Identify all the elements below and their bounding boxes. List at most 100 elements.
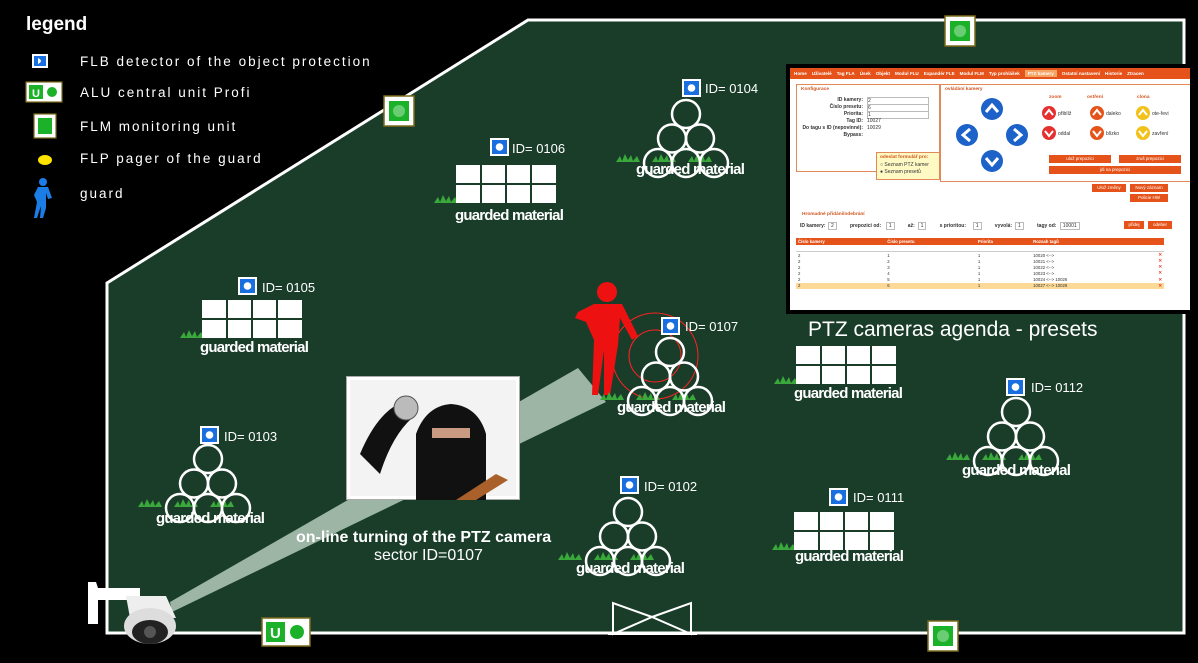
focus-near-button[interactable] [1090,126,1104,140]
menu-item[interactable]: Ostatní nastavení [1061,71,1101,76]
menu-item[interactable]: Expandér FLE [923,71,955,76]
filter-value[interactable]: 1 [885,222,895,230]
guarded-material-label: guarded material [455,207,564,224]
svg-text:U: U [270,625,281,642]
delete-icon[interactable]: ✕ [1158,264,1162,270]
filter-value[interactable]: 1 [972,222,982,230]
delete-icon[interactable]: ✕ [1158,276,1162,282]
menu-item[interactable]: Tag FLA [836,71,855,76]
table-header-cell[interactable]: Číslo kamery [796,238,886,245]
table-header-cell[interactable]: Priorita [975,238,1032,245]
camera-control-box: ovládání kamery zoom ostření clona přibl… [940,84,1190,182]
detector-id-label: ID= 0106 [512,141,565,156]
filter-value[interactable]: 1 [917,222,927,230]
table-header-cell[interactable]: Rozsah tagů [1031,238,1142,245]
delete-icon[interactable]: ✕ [1158,258,1162,264]
add-button[interactable]: přidej [1124,221,1144,229]
menu-item[interactable]: PTZ kamery [1024,70,1057,77]
pipe-icon [654,336,686,368]
menu-item[interactable]: Home [794,71,807,76]
radio-ptz-list[interactable]: ○ Seznam PTZ kamer [880,162,929,168]
table-cell: 2 [798,270,801,276]
intruder-icon [575,282,638,395]
filter-value[interactable]: 1 [1015,222,1024,230]
config-label: Do tagu s ID (nepovinné): [802,125,863,131]
menu-item[interactable]: Modul FLU [895,71,919,76]
zoom-out-button[interactable] [1042,126,1056,140]
menu-item[interactable]: Objekt [875,71,891,76]
flm-monitoring-unit-icon [383,95,415,127]
focus-far-button[interactable] [1090,106,1104,120]
pipe-icon [670,98,702,130]
policy-hw-button[interactable]: Policie HW [1130,194,1168,202]
save-preset-button[interactable]: ulož prepozici [1049,155,1111,163]
arrow-down-icon[interactable] [981,150,1003,172]
delete-icon[interactable]: ✕ [1141,282,1164,289]
form-target-title: odeslat formulář pro: [880,155,929,160]
table-cell: 4 [887,270,890,276]
legend-item-flb-label: FLB detector of the object protection [80,54,372,69]
table-cell: 1 [975,282,1032,289]
table-cell: 1 [977,270,981,276]
config-value[interactable]: 1 [867,111,929,119]
camera-turn-caption: on-line turning of the PTZ camera [296,529,551,546]
table-cell: 10027 <--> 10029 [1031,282,1142,289]
filter-label: ID kamery: [800,223,826,229]
arrow-up-icon[interactable] [981,98,1003,120]
guarded-object: ID= 0106 guarded material [434,138,565,224]
zoom-out-label: oddal [1058,131,1071,137]
save-changes-button[interactable]: Ulož změny [1092,184,1126,192]
delete-icon[interactable]: ✕ [1158,252,1162,258]
menu-item[interactable]: Modul FLM [959,71,984,76]
cancel-preset-button[interactable]: zruš prepozici [1119,155,1181,163]
menu-item[interactable]: Historie [1105,71,1123,76]
zoom-in-button[interactable] [1042,106,1056,120]
config-label: Priorita: [843,111,863,117]
table-cell: 2 [798,277,801,283]
flb-detector-icon [661,317,680,335]
radio-preset-list[interactable]: ● Seznam presetů [880,169,921,175]
filter-value[interactable]: 2 [828,222,837,230]
menu-item[interactable]: Uživatelé [811,71,832,76]
table-cell: 1 [977,252,981,258]
config-row: Číslo presetu:6 [799,104,935,112]
new-record-button[interactable]: Nový záznam [1130,184,1168,192]
config-value[interactable]: 10029 [867,125,881,131]
iris-open-button[interactable] [1136,106,1150,120]
menu-item[interactable]: Typ prohlášek [988,71,1020,76]
delete-icon[interactable]: ✕ [1158,270,1162,276]
guarded-material-label: guarded material [156,510,265,527]
menu-item[interactable]: Úsek [859,71,871,76]
table-header-cell[interactable]: Číslo presetu [885,238,976,245]
flp-pager-icon [38,155,52,165]
menu-item[interactable]: Ztracen [1127,71,1144,76]
filter-value[interactable]: 10001 [1059,222,1080,230]
arrow-left-icon[interactable] [956,124,978,146]
iris-close-button[interactable] [1136,126,1150,140]
goto-preset-button[interactable]: jdi na prepozici [1049,166,1181,174]
table-cell: 2 [798,252,801,258]
table-filter-row[interactable] [796,245,1164,253]
remove-button[interactable]: odeber [1148,221,1172,229]
pipe-icon [682,385,714,417]
arrow-right-icon[interactable] [1006,124,1028,146]
guarded-material-label: guarded material [636,161,745,178]
flb-detector-icon [238,277,257,295]
legend-item-flm-label: FLM monitoring unit [80,119,238,134]
config-value[interactable]: 10027 [867,118,881,124]
